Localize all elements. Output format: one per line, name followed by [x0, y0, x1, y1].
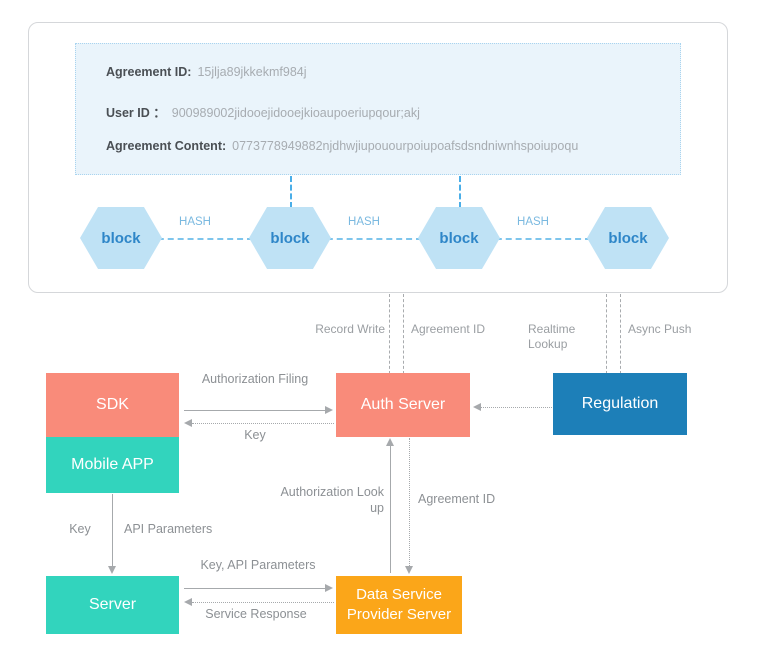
hash-label-3: HASH	[517, 216, 549, 228]
edge-label-authorization-lookup: Authorization Look up	[280, 485, 384, 515]
hash-link-3	[476, 238, 591, 240]
hash-label-1: HASH	[179, 216, 211, 228]
block-node-3: block	[418, 207, 500, 269]
edge-server-to-dataservice-line	[184, 588, 325, 589]
ledger-row-agreement-id: Agreement ID: 15jlja89jkkekmf984j	[106, 65, 307, 79]
channel-label-record-write: Record Write	[315, 322, 385, 336]
block-label: block	[439, 229, 479, 247]
ledger-label-user-id: User ID ：	[106, 106, 166, 120]
node-mobile-app[interactable]: Mobile APP	[46, 437, 179, 493]
channel-line-realtime-lookup	[606, 294, 607, 374]
channel-line-async-push	[620, 294, 621, 374]
ledger-label-agreement-id: Agreement ID:	[106, 65, 192, 79]
edge-label-key-return: Key	[244, 428, 266, 442]
edge-label-agreement-id-vertical: Agreement ID	[418, 492, 496, 506]
block-label: block	[608, 229, 648, 247]
edge-label-authorization-filing: Authorization Filing	[201, 372, 309, 386]
edge-auth-to-dataservice-arrowhead	[405, 566, 413, 574]
edge-dataservice-to-auth-arrowhead	[386, 438, 394, 446]
edge-auth-to-sdk-line	[192, 423, 334, 424]
edge-auth-to-dataservice-line	[409, 438, 410, 568]
edge-mobileapp-to-server-arrowhead	[108, 566, 116, 574]
edge-label-service-response: Service Response	[205, 607, 307, 621]
channel-label-realtime-lookup: Realtime Lookup	[528, 322, 576, 351]
channel-label-async-push: Async Push	[628, 322, 692, 336]
edge-label-key-api-parameters: Key, API Parameters	[200, 558, 316, 572]
channel-line-record-write	[389, 294, 390, 374]
edge-server-to-dataservice-arrowhead	[325, 584, 333, 592]
edge-dataservice-to-auth-line	[390, 445, 391, 573]
block-label: block	[270, 229, 310, 247]
block-node-2: block	[249, 207, 331, 269]
ledger-row-user-id: User ID ： 900989002jidooejidooejkioaupoer…	[106, 102, 420, 121]
edge-label-api-parameters: API Parameters	[124, 522, 213, 536]
ledger-record-box: Agreement ID: 15jlja89jkkekmf984j User ID…	[75, 43, 681, 175]
block-label: block	[101, 229, 141, 247]
channel-label-agreement-id: Agreement ID	[411, 322, 486, 336]
edge-sdk-to-auth-line	[184, 410, 325, 411]
ledger-label-agreement-content: Agreement Content:	[106, 139, 227, 153]
hash-label-2: HASH	[348, 216, 380, 228]
block-node-4: block	[587, 207, 669, 269]
node-server[interactable]: Server	[46, 576, 179, 634]
edge-regulation-to-auth-arrowhead	[473, 403, 481, 411]
node-sdk[interactable]: SDK	[46, 373, 179, 437]
edge-mobileapp-to-server-line	[112, 494, 113, 568]
node-regulation[interactable]: Regulation	[553, 373, 687, 435]
edge-auth-to-sdk-arrowhead	[184, 419, 192, 427]
ledger-value-user-id: 900989002jidooejidooejkioaupoeriupqour;a…	[171, 106, 420, 120]
node-auth-server[interactable]: Auth Server	[336, 373, 470, 437]
edge-label-key-down: Key	[69, 522, 91, 536]
ledger-row-agreement-content: Agreement Content: 0773778949882njdhwjiup…	[106, 139, 578, 153]
hash-link-2	[307, 238, 422, 240]
edge-regulation-to-auth-line	[481, 407, 552, 408]
node-data-service-provider-server[interactable]: Data Service Provider Server	[336, 576, 462, 634]
ledger-value-agreement-content: 0773778949882njdhwjiupouourpoiupoafsdsnd…	[232, 139, 579, 153]
channel-line-agreement-id	[403, 294, 404, 374]
edge-sdk-to-auth-arrowhead	[325, 406, 333, 414]
ledger-to-block3-connector	[459, 176, 461, 208]
hash-link-1	[138, 238, 253, 240]
ledger-to-block2-connector	[290, 176, 292, 208]
edge-dataservice-to-server-line	[192, 602, 334, 603]
edge-dataservice-to-server-arrowhead	[184, 598, 192, 606]
block-node-1: block	[80, 207, 162, 269]
ledger-value-agreement-id: 15jlja89jkkekmf984j	[197, 65, 307, 79]
